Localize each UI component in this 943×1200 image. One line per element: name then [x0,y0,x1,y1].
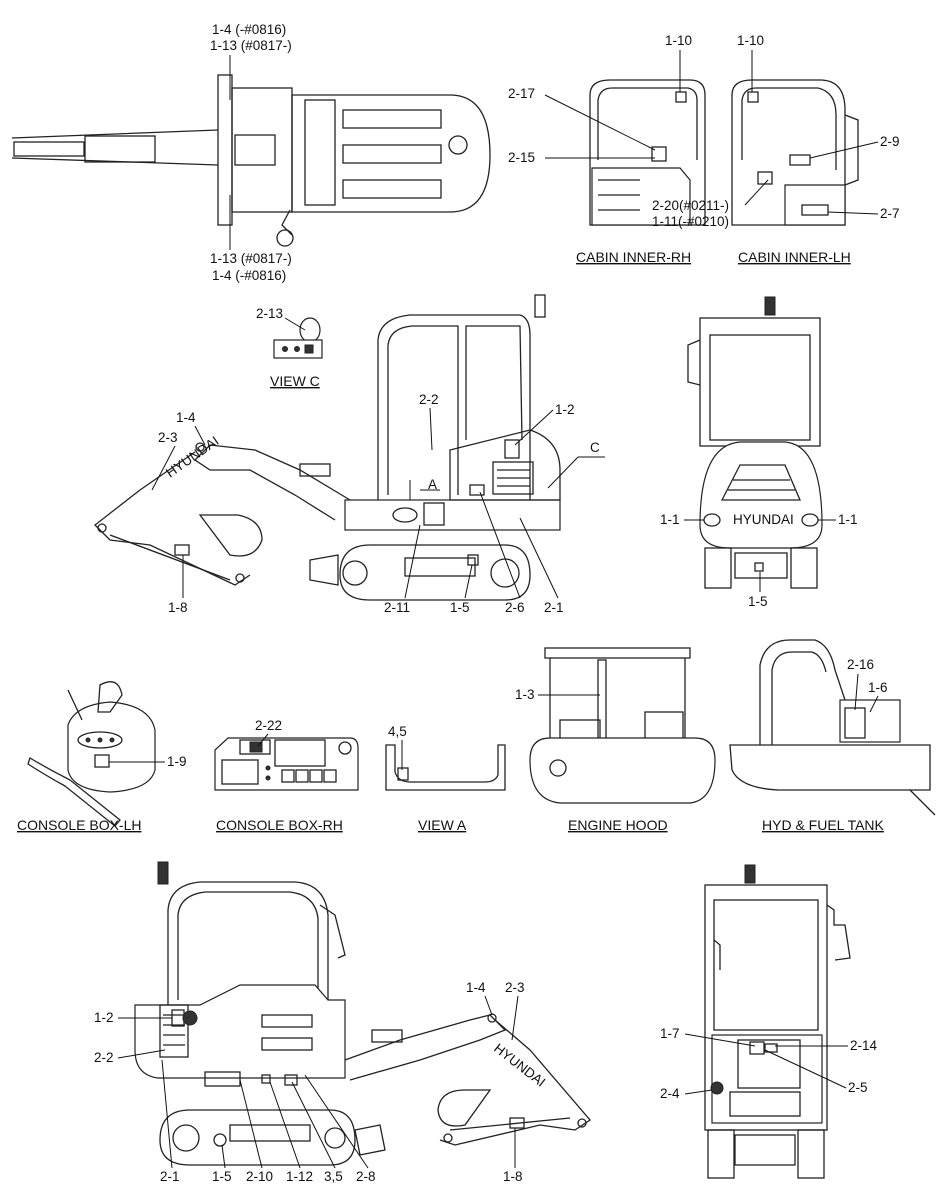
view-a-drawing [385,744,506,791]
callout-2-20: 2-20(#0211-) [652,198,729,213]
callout-1-5-lh: 1-5 [212,1169,232,1184]
callout-1-1-right: 1-1 [838,512,858,527]
view-c-callouts: 2-13 VIEW C [256,306,320,389]
rear-view-drawing: HYUNDAI [687,296,823,589]
callout-1-5-rear: 1-5 [748,594,768,609]
hyd-fuel-tank-drawing [729,639,936,816]
view-c-drawing [273,317,323,359]
callout-2-6: 2-6 [505,600,525,615]
callout-2-2-lh: 2-2 [94,1050,114,1065]
caption-hyd-fuel-tank: HYD & FUEL TANK [762,817,885,833]
callout-1-6: 1-6 [868,680,888,695]
callout-1-11: 1-11(-#0210) [652,214,729,229]
callout-2-3-rh: 2-3 [158,430,178,445]
engine-hood-drawing [529,647,716,804]
callout-2-5: 2-5 [848,1080,868,1095]
callout-1-1-left: 1-1 [660,512,680,527]
callout-2-8: 2-8 [356,1169,376,1184]
top-view-callouts: 1-4 (-#0816) 1-13 (#0817-) 1-13 (#0817-)… [210,22,292,283]
callout-1-12: 1-12 [286,1169,313,1184]
rear-view-callouts: 1-1 1-1 1-5 [660,512,858,609]
callout-2-1-lh: 2-1 [160,1169,180,1184]
callout-4-5: 4,5 [388,724,407,739]
boom-brand-text-lh: HYUNDAI [491,1041,548,1090]
cabin-inner-rh-drawing [589,79,706,226]
callout-2-7: 2-7 [880,206,900,221]
callout-1-3: 1-3 [515,687,535,702]
callout-2-10: 2-10 [246,1169,273,1184]
callout-3-5: 3,5 [324,1169,343,1184]
caption-console-box-lh: CONSOLE BOX-LH [17,817,141,833]
caption-view-a: VIEW A [418,817,467,833]
callout-2-3-lh: 2-3 [505,980,525,995]
view-a-callouts: 4,5 VIEW A [388,724,467,833]
caption-cabin-inner-rh: CABIN INNER-RH [576,249,691,265]
callout-1-8-rh: 1-8 [168,600,188,615]
callout-1-4-lower: 1-4 (-#0816) [212,268,286,283]
callout-2-13: 2-13 [256,306,283,321]
callout-1-13-upper: 1-13 (#0817-) [210,38,292,53]
side-view-lh-callouts: 1-2 2-2 1-4 2-3 2-1 1-5 2-10 1-12 3,5 2-… [94,980,525,1184]
caption-cabin-inner-lh: CABIN INNER-LH [738,249,851,265]
callout-2-1-rh: 2-1 [544,600,564,615]
console-box-lh-drawing [27,681,156,827]
side-view-rh-drawing: HYUNDAI [94,294,561,601]
hyd-fuel-tank-callouts: 2-16 1-6 HYD & FUEL TANK [762,657,888,833]
callout-1-4-upper: 1-4 (-#0816) [212,22,286,37]
callout-1-13-lower: 1-13 (#0817-) [210,251,292,266]
caption-engine-hood: ENGINE HOOD [568,817,668,833]
callout-2-16: 2-16 [847,657,874,672]
top-view-drawing [11,74,491,247]
callout-2-4: 2-4 [660,1086,680,1101]
callout-1-9: 1-9 [167,754,187,769]
front-view-callouts: 1-7 2-14 2-4 2-5 [660,1026,878,1101]
engine-hood-callouts: 1-3 ENGINE HOOD [515,687,668,833]
callout-1-10-lh: 1-10 [737,33,764,48]
callout-2-11: 2-11 [384,600,410,615]
callout-1-2-lh: 1-2 [94,1010,114,1025]
caption-console-box-rh: CONSOLE BOX-RH [216,817,343,833]
console-box-rh-callouts: 2-22 CONSOLE BOX-RH [216,718,343,833]
view-marker-a: A [428,477,437,492]
callout-2-15: 2-15 [508,150,535,165]
callout-2-9: 2-9 [880,134,900,149]
rear-brand-text: HYUNDAI [733,512,794,527]
callout-2-17: 2-17 [508,86,535,101]
cabin-inner-rh-callouts: 1-10 2-17 2-15 CABIN INNER-RH [508,33,692,265]
cabin-inner-lh-drawing [731,79,859,226]
callout-2-14: 2-14 [850,1038,878,1053]
callout-1-4-lh: 1-4 [466,980,486,995]
side-view-lh-drawing: HYUNDAI [134,861,591,1166]
console-box-lh-callouts: 1-9 CONSOLE BOX-LH [17,754,187,833]
console-box-rh-drawing [214,737,359,791]
callout-2-2-rh: 2-2 [419,392,439,407]
callout-1-8-lh: 1-8 [503,1169,523,1184]
callout-1-2-rh: 1-2 [555,402,575,417]
cabin-inner-lh-callouts: 1-10 2-9 2-20(#0211-) 1-11(-#0210) 2-7 C… [652,33,900,265]
callout-1-5-rh: 1-5 [450,600,470,615]
front-view-drawing [704,864,851,1179]
side-view-rh-callouts: 2-2 1-2 A C 1-4 2-3 1-8 2-11 1-5 2-6 2-1 [151,392,605,615]
view-marker-c: C [590,440,600,455]
callout-1-10-rh: 1-10 [665,33,692,48]
caption-view-c: VIEW C [270,373,320,389]
callout-1-4-rh: 1-4 [176,410,196,425]
callout-1-7: 1-7 [660,1026,680,1041]
callout-2-22: 2-22 [255,718,282,733]
